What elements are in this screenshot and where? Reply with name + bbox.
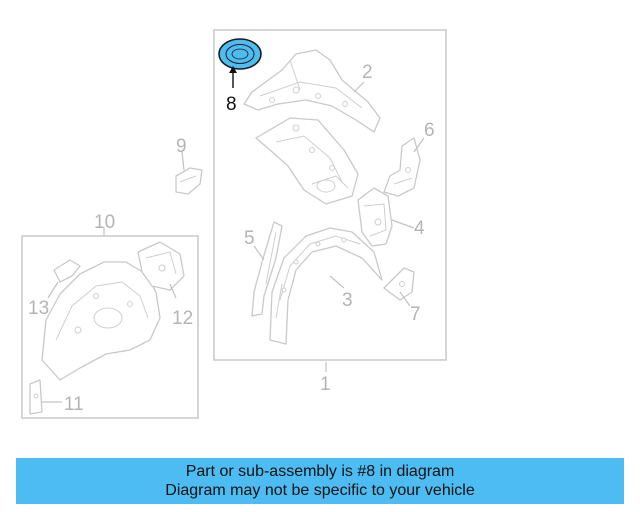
callout-5: 5 — [244, 228, 255, 249]
part-3-wheelhouse-outer[interactable] — [269, 227, 383, 345]
callout-9: 9 — [176, 136, 187, 157]
part-2-upper-rail[interactable] — [243, 49, 381, 133]
callout-6: 6 — [424, 120, 435, 141]
callout-3: 3 — [342, 290, 353, 311]
callout-12: 12 — [172, 308, 193, 329]
callout-10: 10 — [94, 212, 115, 233]
callout-11: 11 — [64, 394, 84, 415]
part-7-bracket[interactable] — [383, 267, 415, 301]
part-9-clip[interactable] — [175, 167, 203, 195]
callout-4: 4 — [414, 218, 425, 239]
parts-diagram: 1 2 3 4 5 6 7 8 9 10 11 12 13 — [21, 29, 447, 419]
banner-line-1: Part or sub-assembly is #8 in diagram — [185, 463, 455, 480]
part-5-pillar[interactable] — [251, 221, 283, 317]
leader-lines — [42, 81, 425, 403]
callout-1: 1 — [320, 374, 331, 395]
callout-8[interactable]: 8 — [226, 94, 237, 115]
banner-line-2: Diagram may not be specific to your vehi… — [165, 482, 475, 499]
callout-7: 7 — [410, 304, 421, 325]
main-assembly-frame — [213, 29, 447, 361]
part-8-plug[interactable] — [218, 38, 262, 88]
part-11-bracket[interactable] — [29, 379, 43, 415]
callout-13: 13 — [28, 298, 49, 319]
part-13-bracket[interactable] — [53, 259, 81, 283]
callout-2: 2 — [362, 62, 373, 83]
part-4-panel[interactable] — [357, 187, 393, 247]
part-12-panel[interactable] — [137, 241, 185, 291]
quarter-inner-panel[interactable] — [255, 117, 359, 205]
sub-assembly-frame-10 — [21, 235, 199, 419]
info-banner: Part or sub-assembly is #8 in diagram Di… — [16, 458, 624, 504]
part-10-wheelhouse-inner[interactable] — [41, 261, 161, 381]
part-6-bracket[interactable] — [383, 137, 421, 197]
